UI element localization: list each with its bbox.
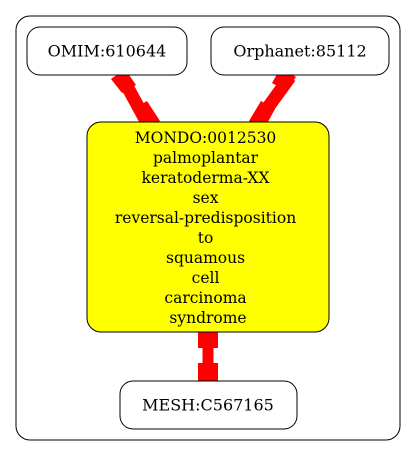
node-omim-label: OMIM:610644 (48, 42, 167, 61)
node-mondo-line: palmoplantar (153, 149, 259, 167)
node-mondo-label: MONDO:0012530 palmoplantar keratoderma-X… (115, 129, 301, 327)
edge-mondo-mesh-tail (198, 328, 218, 348)
node-orphanet-label: Orphanet:85112 (233, 42, 366, 61)
edge-mondo-mesh (198, 328, 218, 383)
node-mondo-line: MONDO:0012530 (135, 129, 277, 147)
node-mondo-line: syndrome (169, 309, 246, 327)
node-mesh-label: MESH:C567165 (142, 396, 274, 415)
node-mondo[interactable]: MONDO:0012530 palmoplantar keratoderma-X… (86, 121, 330, 333)
node-mondo-line: squamous (166, 249, 245, 267)
node-mondo-line: sex (193, 189, 219, 207)
node-orphanet-box (210, 26, 390, 76)
node-mondo-line: keratoderma-XX (142, 169, 270, 187)
node-orphanet[interactable]: Orphanet:85112 (210, 26, 390, 76)
node-mondo-box (86, 121, 330, 333)
node-mondo-line: reversal-predisposition (115, 209, 296, 227)
node-mondo-line: cell (192, 269, 220, 287)
edges (111, 67, 296, 383)
edge-mondo-mesh-head (198, 363, 218, 383)
node-omim-box (26, 26, 188, 76)
node-mondo-line: carcinoma (164, 289, 246, 307)
node-omim[interactable]: OMIM:610644 (26, 26, 188, 76)
node-mesh[interactable]: MESH:C567165 (119, 380, 298, 430)
node-mondo-line: to (198, 229, 214, 247)
node-mesh-box (119, 380, 298, 430)
